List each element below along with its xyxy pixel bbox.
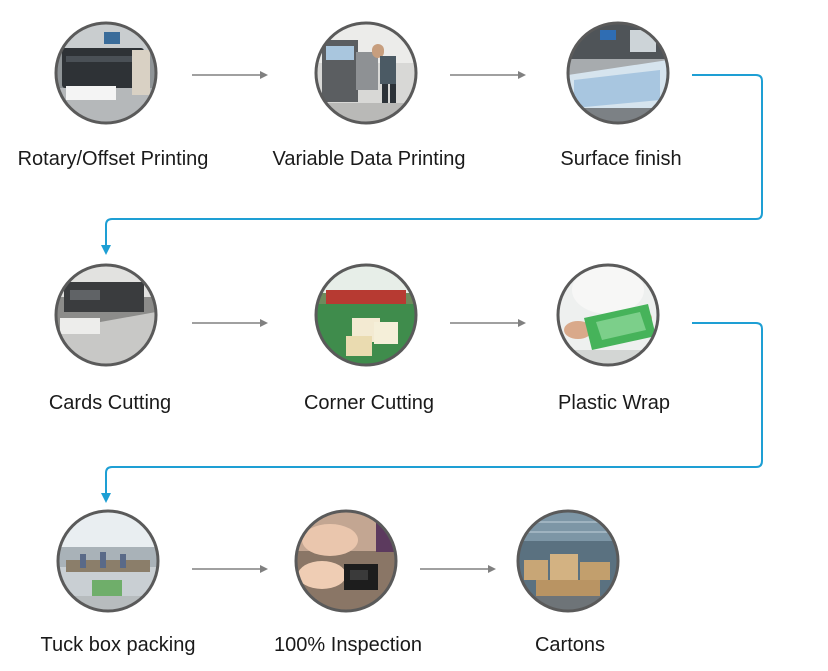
step-label-variable-data-printing: Variable Data Printing <box>272 148 466 170</box>
step-photo-border-1 <box>54 21 158 125</box>
step-photo-border-8 <box>294 509 398 613</box>
step-label-corner-cutting: Corner Cutting <box>303 392 435 414</box>
row-connector-2 <box>101 322 763 503</box>
step-photo-border-6 <box>556 263 660 367</box>
step-label-inspection: 100% Inspection <box>274 634 422 656</box>
step-photo-inspection <box>296 511 396 611</box>
step-label-surface-finish: Surface finish <box>560 148 682 170</box>
step-photo-border-4 <box>54 263 158 367</box>
step-photo-border-9 <box>516 509 620 613</box>
step-photo-surface-finish <box>568 23 668 123</box>
step-photo-border-7 <box>56 509 160 613</box>
step-label-cards-cutting: Cards Cutting <box>48 392 172 414</box>
step-label-plastic-wrap: Plastic Wrap <box>558 392 670 414</box>
step-label-rotary-offset-printing: Rotary/Offset Printing <box>17 148 209 170</box>
step-label-tuck-box-packing: Tuck box packing <box>40 634 196 656</box>
step-photo-border-3 <box>566 21 670 125</box>
step-label-cartons: Cartons <box>534 634 606 656</box>
step-photo-border-2 <box>314 21 418 125</box>
row-connector-1 <box>101 74 763 255</box>
step-photo-tuck-box-packing <box>58 511 158 611</box>
step-photo-cards-cutting <box>56 265 156 365</box>
step-photo-border-5 <box>314 263 418 367</box>
